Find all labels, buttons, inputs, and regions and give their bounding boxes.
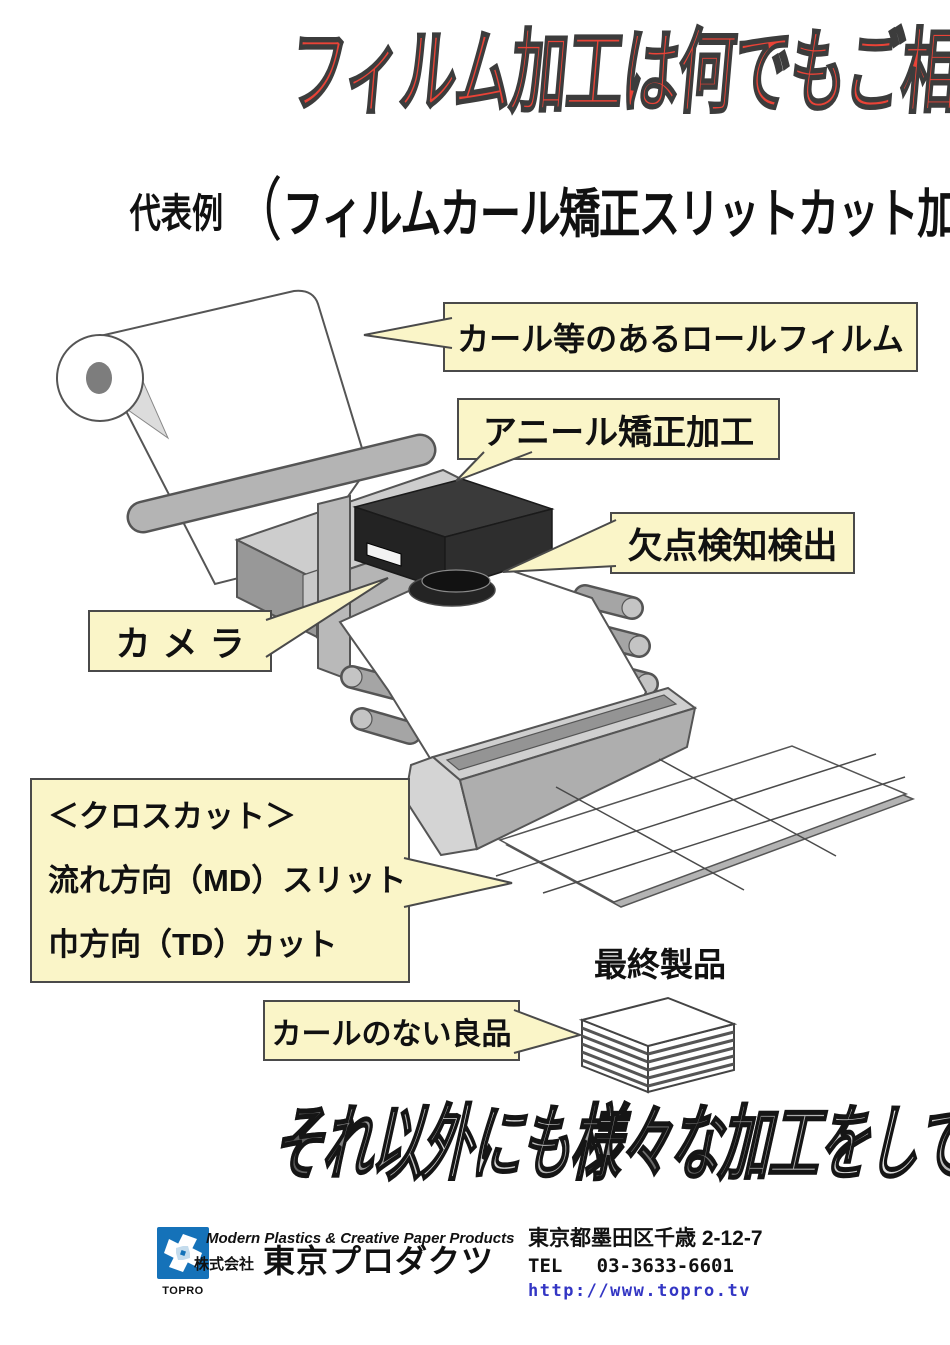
bottom-banner: それ以外にも様々な加工をしています！ [0, 1094, 950, 1197]
callout-good-product: カールのない良品 [263, 1000, 520, 1061]
film-rollers [340, 584, 659, 745]
tail-camera [265, 577, 389, 658]
topro-logo: TOPRO [156, 1227, 210, 1297]
subtitle-label: 代表例 [129, 192, 224, 236]
company-prefix: 株式会社 [194, 1255, 255, 1273]
footer-tagline: Modern Plastics & Creative Paper Product… [206, 1230, 515, 1247]
poster-title: フィルム加工は何でもご相談下さい！ [0, 18, 950, 128]
guide-roller-bar [126, 433, 437, 534]
final-product-label: 最終製品 [594, 946, 726, 983]
cut-sheet-grid [495, 745, 916, 908]
contact-block: 東京都墨田区千歳 2-12-7 TEL 03-3633-6601 http://… [528, 1222, 763, 1301]
subtitle-text: フィルムカール矯正スリットカット加工 [282, 185, 950, 244]
tail-good-product [513, 1009, 584, 1054]
company-name-row: 株式会社 東京プロダクツ [194, 1243, 495, 1279]
company-tel: TEL 03-3633-6601 [528, 1255, 734, 1277]
tail-defect [502, 519, 617, 573]
bottom-banner-text: それ以外にも様々な加工をしています！ [269, 1094, 950, 1197]
callout-camera: カメラ [88, 610, 272, 672]
callout-camera-label: カメラ [115, 624, 257, 664]
callout-defect-label: 欠点検知検出 [627, 526, 838, 566]
anneal-unit [234, 468, 526, 639]
callout-anneal: アニール矯正加工 [457, 398, 780, 460]
cutter-unit [403, 686, 698, 857]
poster-title-text: フィルム加工は何でもご相談下さい！ [285, 21, 950, 125]
callout-crosscut: ＜クロスカット＞ 流れ方向（MD）スリット 巾方向（TD）カット [30, 778, 410, 983]
callout-defect-detection: 欠点検知検出 [610, 512, 855, 574]
topro-logo-word: TOPRO [162, 1285, 204, 1297]
company-address: 東京都墨田区千歳 2-12-7 [528, 1227, 763, 1250]
subtitle-paren-open: （ [230, 171, 283, 249]
callout-anneal-label: アニール矯正加工 [482, 413, 755, 452]
crosscut-line-3: 巾方向（TD）カット [48, 926, 338, 962]
crosscut-line-2: 流れ方向（MD）スリット [48, 862, 407, 898]
callout-roll-film: カール等のあるロールフィルム [443, 302, 918, 372]
company-name: 東京プロダクツ [263, 1243, 495, 1279]
camera-lens [408, 573, 496, 607]
poster-subtitle: 代表例 （ フィルムカール矯正スリットカット加工 ） [0, 172, 950, 248]
camera-unit [352, 478, 555, 607]
crosscut-line-1: ＜クロスカット＞ [48, 798, 296, 834]
camera-mount-strip [317, 494, 351, 682]
company-url: http://www.topro.tv [528, 1281, 751, 1301]
topro-logo-icon [157, 1227, 209, 1279]
callout-roll-film-label: カール等のあるロールフィルム [457, 321, 904, 357]
callout-good-product-label: カールのない良品 [271, 1017, 512, 1051]
roll-film-drawing [56, 289, 370, 586]
product-stack [578, 996, 738, 1094]
film-web [338, 564, 648, 780]
tail-crosscut [403, 857, 513, 908]
tail-roll-film [363, 317, 453, 349]
